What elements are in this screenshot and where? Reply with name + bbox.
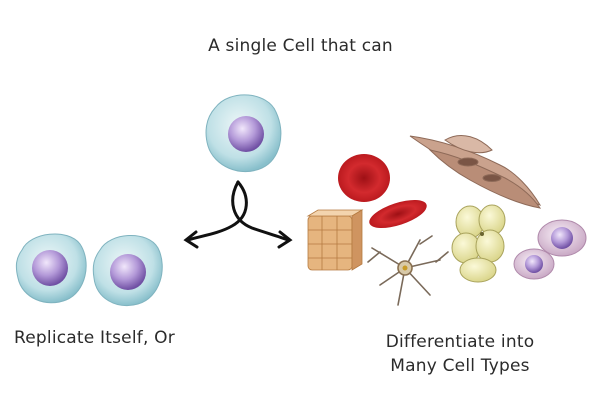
neuron-cell — [367, 235, 449, 306]
differentiate-label: Differentiate into Many Cell Types — [360, 330, 560, 378]
replicate-label: Replicate Itself, Or — [14, 328, 175, 348]
replicated-cell-2 — [92, 235, 163, 306]
white-cell-2 — [513, 248, 555, 280]
red-blood-cell-2 — [369, 200, 427, 228]
fat-cells — [451, 204, 506, 283]
epithelial-cells — [306, 209, 364, 271]
replicated-cell-1 — [15, 233, 87, 304]
differentiate-label-line2: Many Cell Types — [390, 356, 530, 376]
differentiate-label-line1: Differentiate into — [385, 332, 535, 352]
red-blood-cell-1 — [338, 154, 390, 202]
white-cell-1 — [537, 219, 587, 257]
muscle-cells — [409, 135, 542, 209]
diagram-title: A single Cell that can — [208, 36, 393, 56]
branch-arrows — [183, 180, 293, 249]
stem-cell-top — [205, 94, 282, 173]
